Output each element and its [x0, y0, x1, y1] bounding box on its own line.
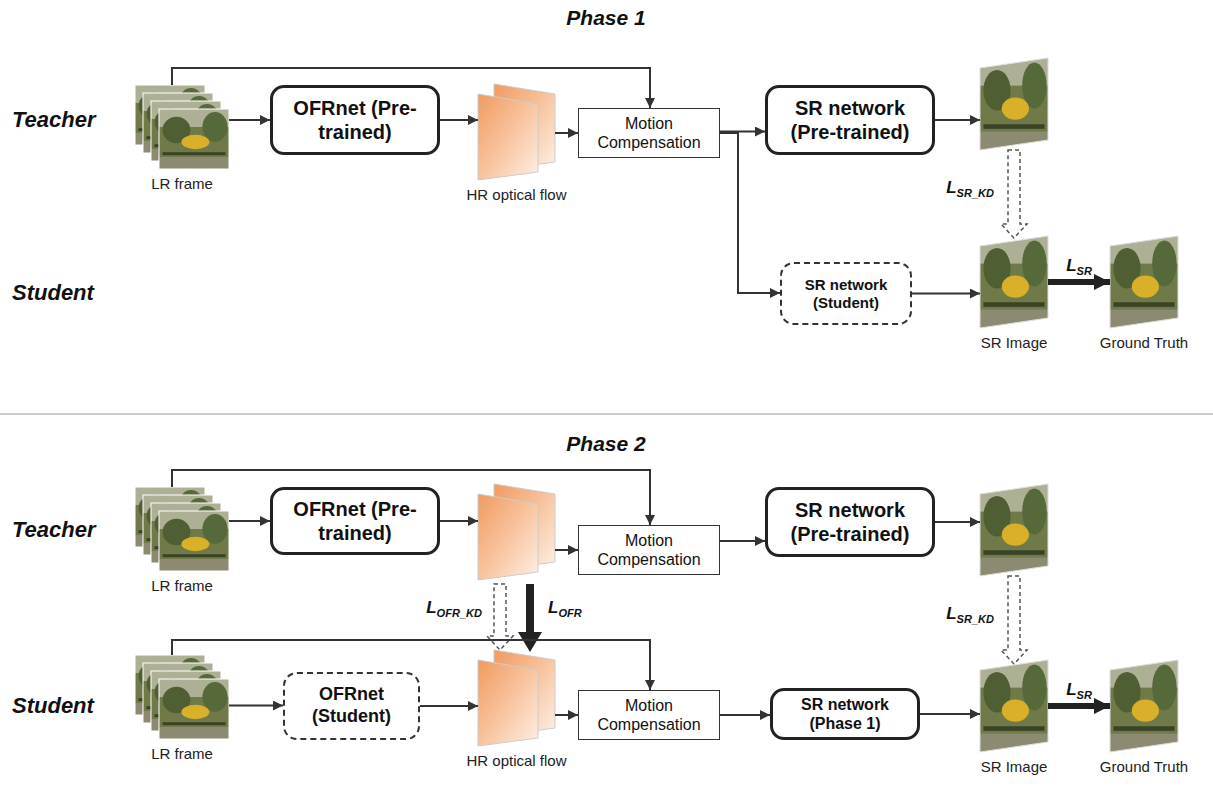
connector: [229, 119, 270, 121]
role-label: Teacher: [12, 107, 96, 133]
connector: [1048, 279, 1110, 285]
image-node: HR optical flow: [478, 84, 555, 180]
image-caption: SR Image: [981, 758, 1048, 775]
box-text: SR network (Phase 1): [781, 695, 909, 733]
loss-label: LSR_KD: [946, 178, 994, 199]
connector: [555, 132, 578, 134]
connector: [912, 293, 980, 295]
box-text: SR network (Student): [790, 276, 902, 312]
image-node: SR Image: [980, 236, 1048, 328]
process-box: Motion Compensation: [578, 525, 720, 575]
network-box: SR network (Pre-trained): [765, 85, 935, 155]
phase-heading: Phase 1: [566, 6, 645, 30]
image-caption: HR optical flow: [466, 752, 566, 769]
distillation-arrow: [1001, 150, 1027, 238]
image-node: Ground Truth: [1110, 660, 1178, 752]
network-box: OFRnet (Pre-trained): [270, 85, 440, 155]
loss-label: LOFR_KD: [426, 598, 482, 619]
image-caption: LR frame: [151, 175, 213, 192]
lr-frame: [159, 511, 229, 571]
box-text: Motion Compensation: [587, 531, 711, 569]
subscript: OFR_KD: [437, 607, 482, 619]
sr-image: [980, 660, 1048, 752]
connector: [920, 713, 980, 715]
role-label: Teacher: [12, 517, 96, 543]
connector: [420, 705, 478, 707]
image-caption: LR frame: [151, 577, 213, 594]
optical-flow-image: [478, 84, 555, 180]
teacher-sr-output: [980, 58, 1048, 150]
ground-truth-image: [1110, 660, 1178, 752]
subscript: SR: [1077, 689, 1092, 701]
box-text: Motion Compensation: [587, 114, 711, 152]
optical-flow-image: [478, 650, 555, 746]
lr-frame: [159, 679, 229, 739]
loss-label: LSR: [1064, 680, 1094, 701]
connector: [720, 540, 765, 542]
image-caption: LR frame: [151, 745, 213, 762]
flow-arrow: [555, 549, 578, 551]
image-caption: Ground Truth: [1100, 334, 1188, 351]
flow-sheet: [478, 94, 538, 180]
lr-frame-stack: [135, 487, 229, 571]
box-text: SR network (Pre-trained): [776, 498, 924, 546]
image-node: SR Image: [980, 660, 1048, 752]
network-box: OFRnet (Student): [283, 672, 420, 740]
box-text: OFRnet (Pre-trained): [281, 497, 429, 545]
image-caption: SR Image: [981, 334, 1048, 351]
subscript: SR: [1077, 265, 1092, 277]
subscript: OFR: [558, 607, 581, 619]
subscript: SR_KD: [957, 613, 994, 625]
network-box: SR network (Pre-trained): [765, 487, 935, 557]
connector: [1048, 703, 1110, 709]
loss-label: LSR_KD: [946, 604, 994, 625]
phase-heading: Phase 2: [566, 432, 645, 456]
process-box: Motion Compensation: [578, 690, 720, 740]
box-text: SR network (Pre-trained): [776, 96, 924, 144]
lr-frame-stack: [135, 655, 229, 739]
connector: [440, 119, 478, 121]
box-text: OFRnet (Pre-trained): [281, 96, 429, 144]
subscript: SR_KD: [957, 187, 994, 199]
box-text: OFRnet (Student): [293, 684, 410, 727]
output-arrow: [935, 119, 980, 121]
image-node: Ground Truth: [1110, 236, 1178, 328]
connector: [555, 714, 578, 716]
network-box: OFRnet (Pre-trained): [270, 487, 440, 555]
image-node: LR frame: [135, 655, 229, 739]
connector: [720, 133, 780, 293]
lr-frame: [159, 109, 229, 169]
phase-separator: [0, 414, 1213, 415]
network-box: SR network (Student): [780, 262, 912, 325]
optical-flow-image: [478, 484, 555, 580]
network-box: SR network (Phase 1): [770, 688, 920, 740]
image-node: LR frame: [135, 487, 229, 571]
flow-sheet: [478, 494, 538, 580]
output-arrow: [935, 521, 980, 523]
sr-image: [980, 236, 1048, 328]
loss-label: LOFR: [548, 598, 582, 619]
connector: [229, 520, 270, 522]
flow-sheet: [478, 660, 538, 746]
connector: [229, 705, 283, 707]
role-label: Student: [12, 693, 94, 719]
loss-label: LSR: [1064, 256, 1094, 277]
teacher-sr-output: [980, 484, 1048, 576]
box-text: Motion Compensation: [587, 696, 711, 734]
image-node: LR frame: [135, 85, 229, 169]
image-caption: Ground Truth: [1100, 758, 1188, 775]
image-node: HR optical flow: [478, 650, 555, 746]
process-box: Motion Compensation: [578, 108, 720, 158]
connector: [720, 714, 770, 716]
loss-arrow: [518, 584, 542, 652]
flow-arrow: [440, 520, 478, 522]
distillation-arrow: [1001, 576, 1027, 664]
role-label: Student: [12, 280, 94, 306]
image-caption: HR optical flow: [466, 186, 566, 203]
ground-truth-image: [1110, 236, 1178, 328]
lr-frame-stack: [135, 85, 229, 169]
